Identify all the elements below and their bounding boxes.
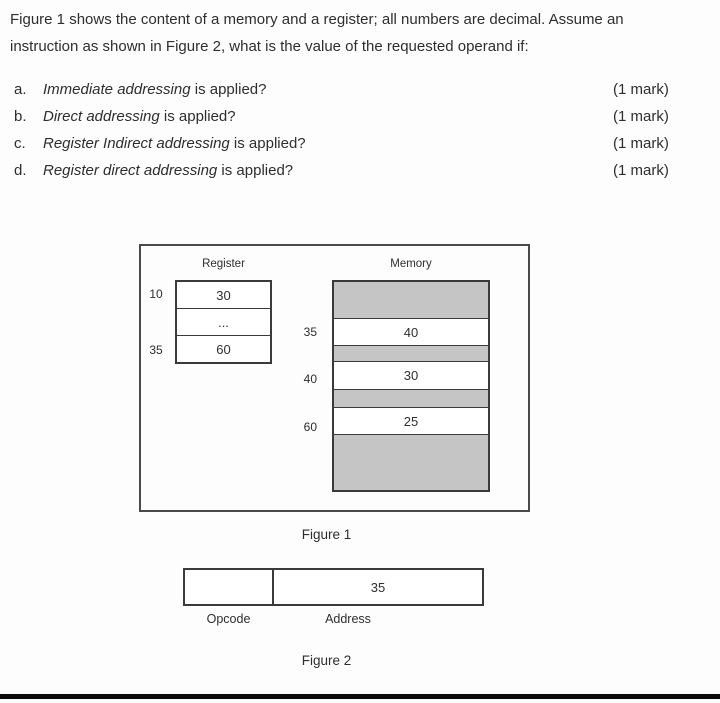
memory-address-label: 40 <box>303 372 317 386</box>
memory-cell: 40 <box>334 318 488 346</box>
memory-address-label: 60 <box>303 420 317 434</box>
item-marker: b. <box>14 108 27 125</box>
memory-cell-unused <box>334 390 488 407</box>
item-marks: (1 mark) <box>613 108 669 125</box>
memory-address-label: 35 <box>303 325 317 339</box>
question-item-d: d. Register direct addressing is applied… <box>0 157 720 184</box>
register-cell: 60 <box>177 335 270 362</box>
opcode-field <box>185 570 274 604</box>
figure2-caption: Figure 2 <box>301 653 352 668</box>
figure1-diagram: Register Memory 10 35 30 ... 60 35 40 60… <box>139 244 530 512</box>
item-marks: (1 mark) <box>613 162 669 179</box>
intro-line-2: instruction as shown in Figure 2, what i… <box>10 38 529 55</box>
item-text-rest: is applied? <box>217 162 294 179</box>
item-text: Immediate addressing is applied? <box>43 76 266 103</box>
bottom-divider-bar <box>0 694 720 699</box>
item-text-rest: is applied? <box>159 108 236 125</box>
memory-cell-unused <box>334 346 488 361</box>
item-marks: (1 mark) <box>613 81 669 98</box>
address-field: 35 <box>370 579 386 595</box>
addressing-mode-name: Immediate addressing <box>43 81 191 98</box>
register-address-label: 35 <box>149 343 163 357</box>
question-intro: Figure 1 shows the content of a memory a… <box>10 6 712 60</box>
item-text-rest: is applied? <box>190 81 267 98</box>
item-text: Direct addressing is applied? <box>43 103 236 130</box>
opcode-label: Opcode <box>206 612 251 626</box>
item-marker: d. <box>14 162 27 179</box>
memory-table: 40 30 25 <box>332 280 490 492</box>
question-item-c: c. Register Indirect addressing is appli… <box>0 130 720 157</box>
addressing-mode-name: Direct addressing <box>43 108 160 125</box>
question-item-b: b. Direct addressing is applied? (1 mark… <box>0 103 720 130</box>
question-list: a. Immediate addressing is applied? (1 m… <box>0 76 720 184</box>
memory-cell: 25 <box>334 407 488 435</box>
item-marker: c. <box>14 135 26 152</box>
register-cell: 30 <box>216 287 231 303</box>
addressing-mode-name: Register direct addressing <box>43 162 218 179</box>
memory-cell-unused <box>334 282 488 318</box>
memory-cell: 30 <box>334 361 488 390</box>
item-marker: a. <box>14 81 27 98</box>
register-cell: ... <box>177 308 270 335</box>
item-text: Register direct addressing is applied? <box>43 157 293 184</box>
item-text-rest: is applied? <box>229 135 306 152</box>
intro-line-1: Figure 1 shows the content of a memory a… <box>10 11 624 28</box>
question-item-a: a. Immediate addressing is applied? (1 m… <box>0 76 720 103</box>
addressing-mode-name: Register Indirect addressing <box>43 135 230 152</box>
figure2-instruction: 35 <box>183 568 484 606</box>
memory-cell-unused <box>334 435 488 490</box>
item-marks: (1 mark) <box>613 135 669 152</box>
register-title: Register <box>202 258 245 270</box>
item-text: Register Indirect addressing is applied? <box>43 130 306 157</box>
address-label: Address <box>325 612 371 626</box>
register-table: 30 ... 60 <box>175 280 272 364</box>
figure1-caption: Figure 1 <box>301 527 352 542</box>
memory-title: Memory <box>390 258 432 270</box>
register-address-label: 10 <box>149 287 163 301</box>
